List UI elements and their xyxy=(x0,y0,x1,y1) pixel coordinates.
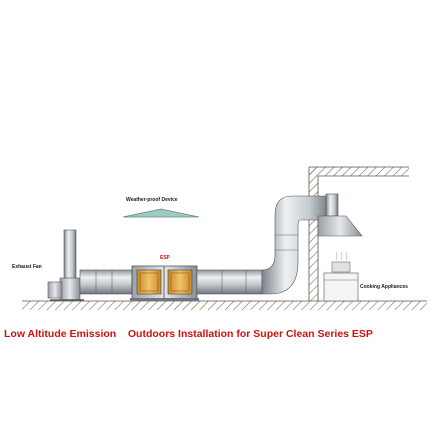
diagram-caption: Low Altitude Emission Outdoors Installat… xyxy=(4,328,440,340)
duct-horizontal-left xyxy=(79,269,133,295)
duct-riser xyxy=(261,195,331,295)
cooking-appliances-label: Cooking Appliances xyxy=(360,284,408,290)
floor xyxy=(22,300,427,310)
weatherproof-label: Weather-proof Device xyxy=(126,197,178,203)
exhaust-fan xyxy=(47,229,84,301)
esp-label: ESP xyxy=(160,255,171,261)
caption-right: Outdoors Installation for Super Clean Se… xyxy=(127,328,373,340)
duct-horizontal-right xyxy=(196,269,263,295)
weatherproof-device xyxy=(122,208,200,218)
caption-left: Low Altitude Emission xyxy=(4,328,117,340)
exhaust-fan-label: Exhaust Fan xyxy=(12,264,42,270)
esp-unit xyxy=(130,265,199,301)
cooking-appliances xyxy=(323,251,359,302)
kitchen-hood xyxy=(317,193,363,237)
